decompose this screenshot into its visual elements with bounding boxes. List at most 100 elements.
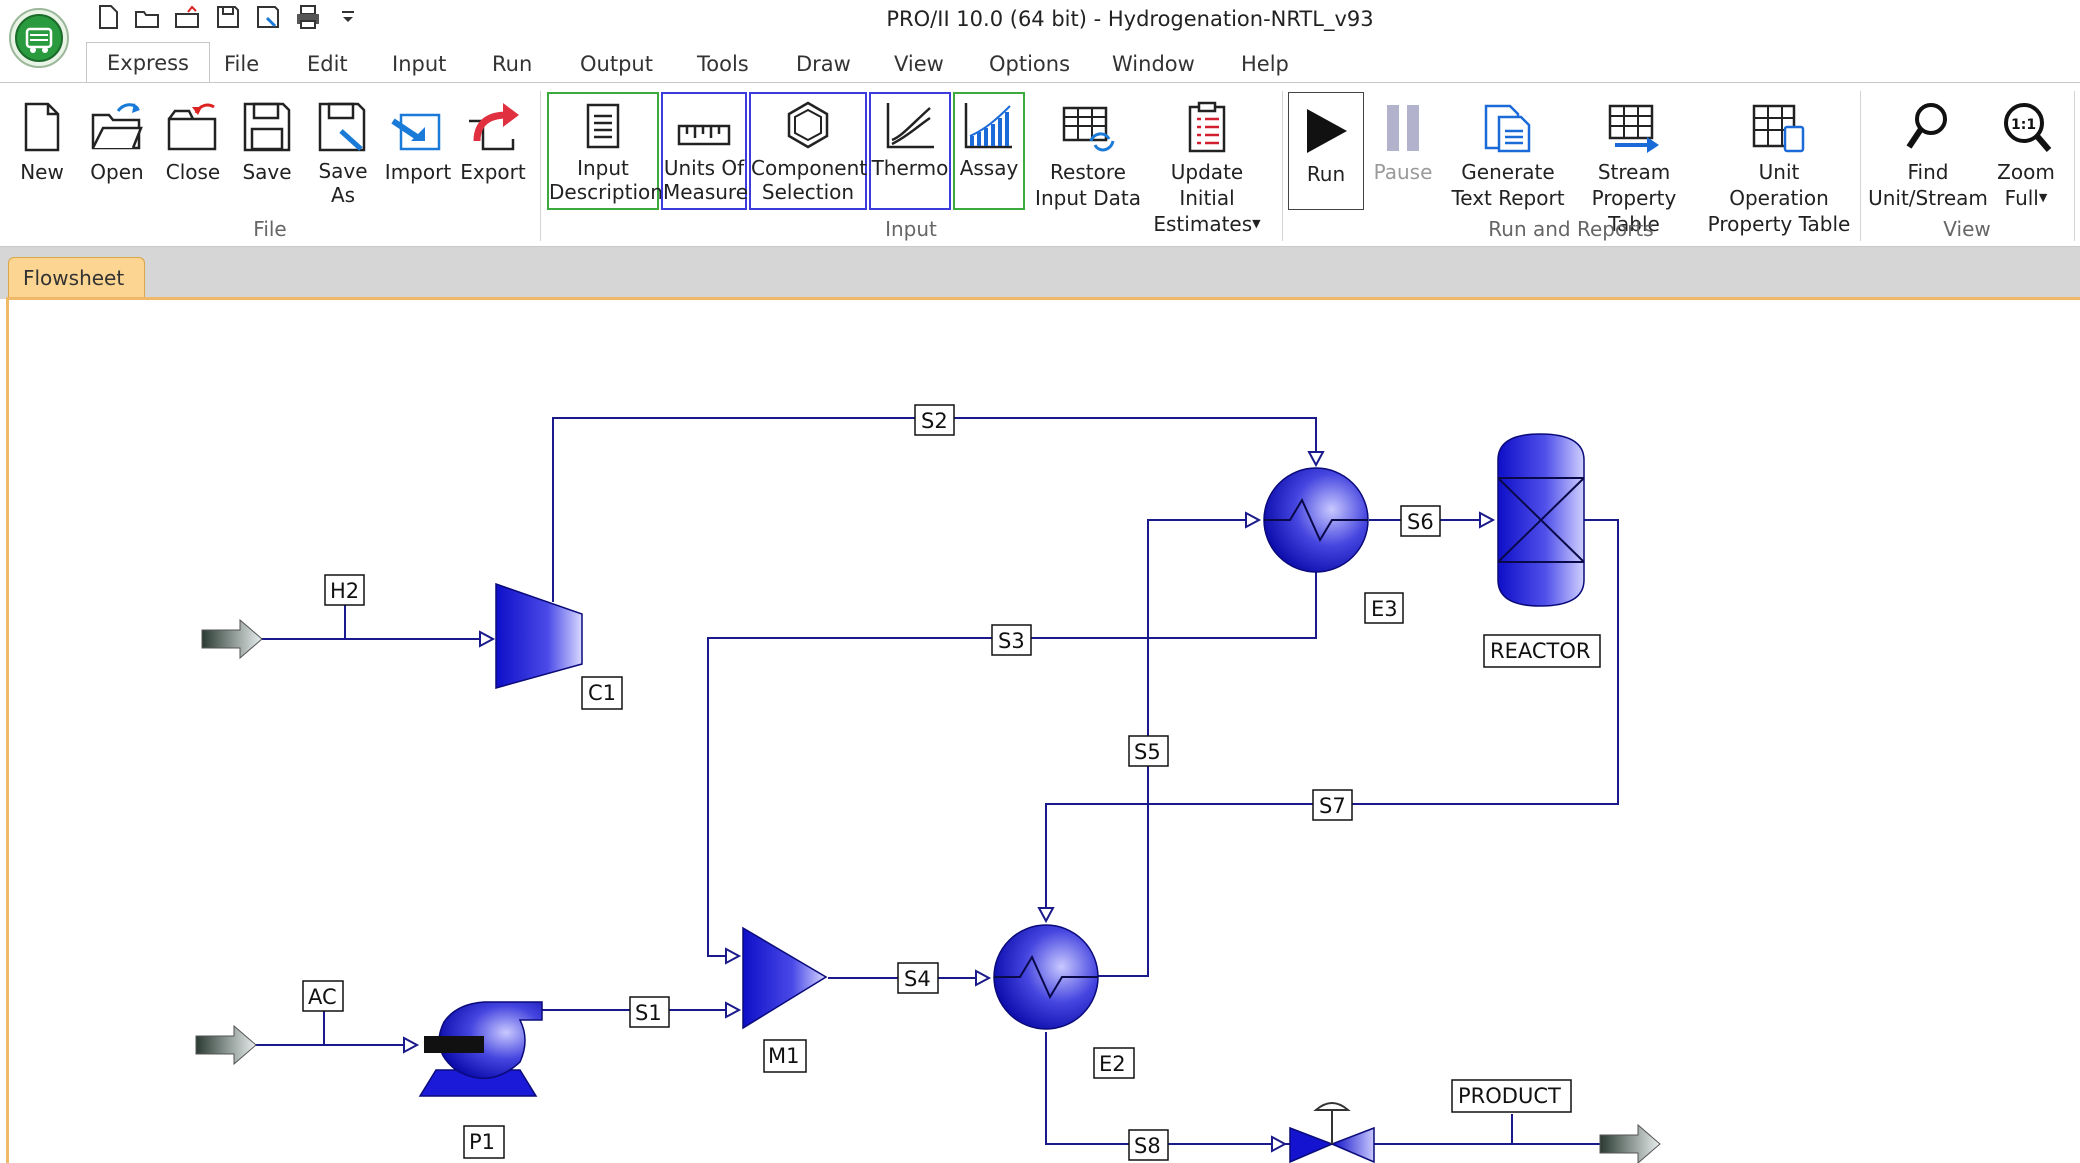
import-button[interactable]: Import	[384, 95, 452, 185]
qat-open-icon[interactable]	[132, 2, 164, 32]
reactor-icon[interactable]	[1497, 433, 1585, 607]
title-bar: PRO/II 10.0 (64 bit) - Hydrogenation-NRT…	[0, 0, 2080, 68]
tab-flowsheet[interactable]: Flowsheet	[8, 257, 146, 297]
assay-button[interactable]: Assay	[953, 92, 1025, 210]
compressor-c1-icon[interactable]	[495, 582, 583, 689]
save-button[interactable]: Save	[236, 95, 298, 185]
svg-text:M1: M1	[768, 1044, 799, 1068]
inlet-arrow-icon	[1307, 451, 1325, 468]
label-product[interactable]: PRODUCT	[1451, 1079, 1572, 1113]
inlet-arrow-icon	[1245, 511, 1262, 529]
label-s8[interactable]: S8	[1128, 1129, 1169, 1161]
label-e3[interactable]: E3	[1364, 592, 1404, 624]
label-s7[interactable]: S7	[1312, 789, 1353, 821]
label-s2[interactable]: S2	[914, 404, 955, 436]
label-ac[interactable]: AC	[302, 980, 344, 1012]
zoom-full-icon: 1:1	[1990, 95, 2062, 153]
save-as-button[interactable]: Save As	[310, 95, 376, 207]
input-description-button[interactable]: Input Description	[547, 92, 663, 210]
svg-text:PRODUCT: PRODUCT	[1458, 1084, 1561, 1108]
menu-options[interactable]: Options	[989, 52, 1071, 76]
menu-express[interactable]: Express	[86, 42, 211, 82]
ribbon-separator	[1282, 91, 1283, 241]
label-s1[interactable]: S1	[629, 996, 670, 1028]
stream-s2-line[interactable]	[552, 417, 1317, 602]
export-button[interactable]: Export	[458, 95, 528, 185]
dropdown-arrow-icon: ▼	[2038, 191, 2048, 204]
qat-print-icon[interactable]	[292, 2, 324, 32]
stream-s5-line[interactable]	[1096, 519, 1250, 977]
qat-new-icon[interactable]	[92, 2, 124, 32]
feed-arrow-ac-icon[interactable]	[195, 1024, 257, 1066]
svg-text:S1: S1	[635, 1001, 662, 1025]
qat-close-icon[interactable]	[172, 2, 204, 32]
label-s6[interactable]: S6	[1400, 505, 1441, 537]
label-c1[interactable]: C1	[581, 676, 623, 710]
stream-s8-line[interactable]	[1045, 1032, 1290, 1145]
svg-text:AC: AC	[308, 985, 337, 1009]
menu-draw[interactable]: Draw	[796, 52, 851, 76]
menu-help[interactable]: Help	[1241, 52, 1289, 76]
label-p1[interactable]: P1	[463, 1125, 505, 1159]
menu-file[interactable]: File	[224, 52, 260, 76]
label-m1[interactable]: M1	[763, 1039, 807, 1073]
component-selection-button[interactable]: Component Selection	[749, 92, 867, 210]
heat-exchanger-e2-icon[interactable]	[993, 924, 1099, 1030]
stream-s7-line[interactable]	[1045, 519, 1619, 910]
label-reactor[interactable]: REACTOR	[1483, 634, 1601, 668]
label-s3[interactable]: S3	[991, 624, 1032, 656]
qat-customize-icon[interactable]	[332, 2, 364, 32]
heat-exchanger-e3-icon[interactable]	[1263, 467, 1369, 573]
qat-save-icon[interactable]	[212, 2, 244, 32]
menu-window[interactable]: Window	[1112, 52, 1195, 76]
units-of-measure-button[interactable]: Units Of Measure	[661, 92, 748, 210]
pause-button[interactable]: Pause	[1366, 95, 1440, 185]
qat-save-as-icon[interactable]	[252, 2, 284, 32]
svg-text:1:1: 1:1	[2011, 117, 2036, 133]
new-button[interactable]: New	[12, 95, 72, 185]
stream-s3-line[interactable]	[707, 572, 1317, 957]
close-button[interactable]: Close	[160, 95, 226, 185]
menu-output[interactable]: Output	[580, 52, 653, 76]
new-icon	[12, 95, 72, 153]
ruler-icon	[663, 96, 745, 150]
run-button[interactable]: Run	[1288, 92, 1364, 210]
app-logo-icon[interactable]	[8, 7, 70, 69]
control-valve-icon[interactable]	[1289, 1102, 1375, 1163]
menu-tools[interactable]: Tools	[697, 52, 749, 76]
pump-p1-icon[interactable]	[418, 1001, 543, 1097]
import-icon	[384, 95, 452, 153]
find-unit-stream-button[interactable]: Find Unit/Stream	[1866, 95, 1990, 211]
svg-text:H2: H2	[330, 579, 359, 603]
label-s5[interactable]: S5	[1128, 735, 1169, 767]
mixer-m1-icon[interactable]	[742, 926, 828, 1030]
thermo-button[interactable]: Thermo	[869, 92, 951, 210]
file-group-label: File	[253, 217, 287, 241]
inlet-arrow-icon	[1037, 907, 1055, 924]
feed-arrow-h2-icon[interactable]	[201, 618, 263, 660]
restore-input-data-button[interactable]: Restore Input Data	[1034, 95, 1142, 211]
menu-run[interactable]: Run	[492, 52, 533, 76]
menu-bar: Express File Edit Input Run Output Tools…	[0, 42, 2080, 82]
generate-text-report-button[interactable]: Generate Text Report	[1450, 95, 1566, 211]
svg-text:S2: S2	[921, 409, 948, 433]
svg-text:S3: S3	[998, 629, 1025, 653]
run-reports-group-label: Run and Reports	[1488, 217, 1654, 241]
export-icon	[458, 95, 528, 153]
open-button[interactable]: Open	[86, 95, 148, 185]
label-h2[interactable]: H2	[324, 574, 365, 606]
menu-edit[interactable]: Edit	[307, 52, 348, 76]
label-e2[interactable]: E2	[1093, 1047, 1135, 1079]
stream-property-table-button[interactable]: Stream Property Table	[1566, 95, 1702, 237]
save-disk-icon	[236, 95, 298, 153]
menu-input[interactable]: Input	[392, 52, 447, 76]
label-s4[interactable]: S4	[897, 962, 939, 994]
assay-chart-icon	[955, 96, 1023, 150]
svg-text:E2: E2	[1099, 1052, 1126, 1076]
update-initial-estimates-button[interactable]: Update Initial Estimates▼	[1142, 95, 1272, 237]
svg-text:REACTOR: REACTOR	[1490, 639, 1590, 663]
menu-view[interactable]: View	[894, 52, 944, 76]
product-arrow-icon[interactable]	[1599, 1123, 1661, 1163]
zoom-full-button[interactable]: 1:1 Zoom Full▼	[1990, 95, 2062, 211]
unit-operation-property-table-button[interactable]: Unit Operation Property Table	[1706, 95, 1852, 237]
